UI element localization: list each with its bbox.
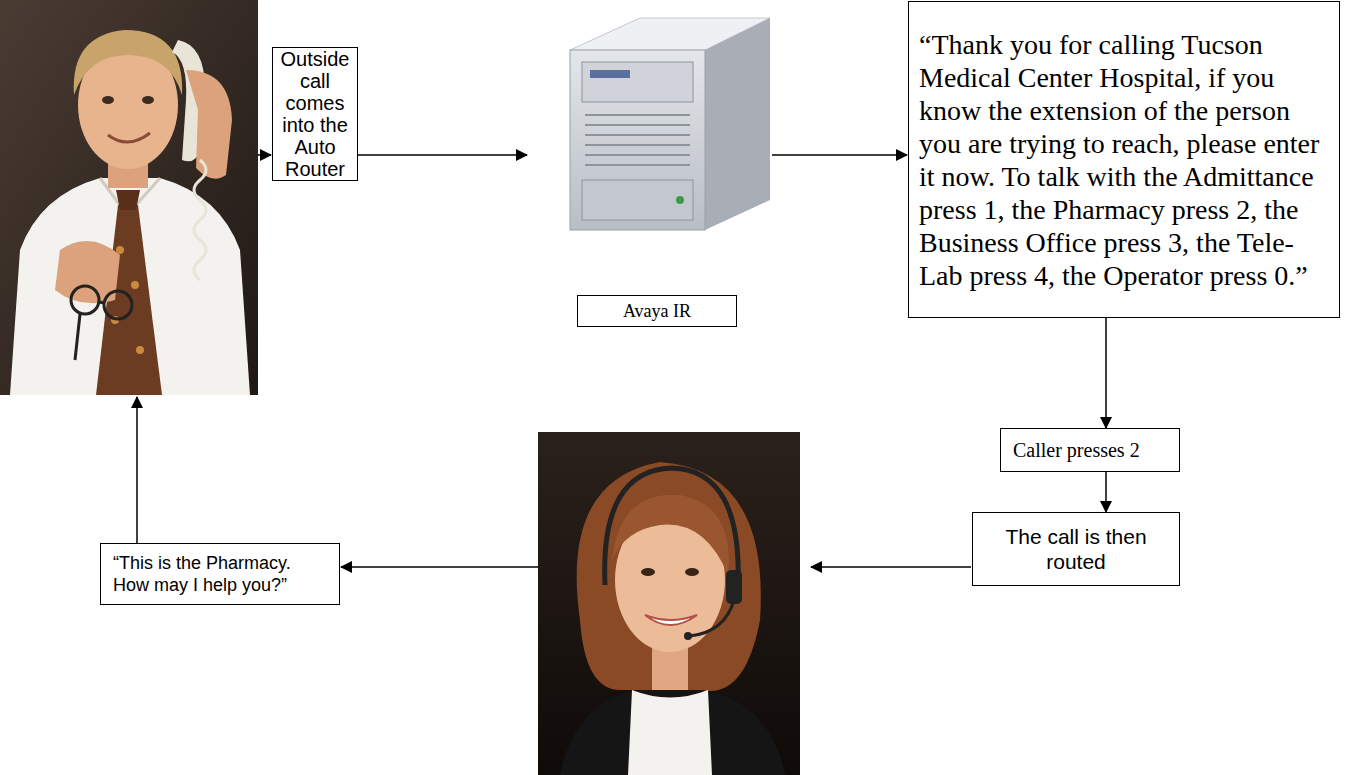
- flow-arrow: [258, 154, 271, 156]
- flow-arrow: [358, 154, 527, 156]
- label-box: Avaya IR: [577, 295, 737, 327]
- box-text: Outside call comes into the Auto Router: [276, 48, 354, 180]
- box-text: Caller presses 2: [1013, 438, 1167, 462]
- flow-arrow: [1105, 318, 1107, 428]
- box-text: “This is the Pharmacy. How may I help yo…: [113, 552, 327, 596]
- flow-arrow: [772, 154, 907, 156]
- box-text: Avaya IR: [584, 300, 730, 322]
- box-text: The call is then routed: [981, 524, 1171, 574]
- flow-arrow: [811, 566, 971, 568]
- flow-arrow: [341, 566, 538, 568]
- process-box: The call is then routed: [972, 512, 1180, 586]
- server-picture: [570, 18, 770, 230]
- process-box: Caller presses 2: [1000, 428, 1180, 472]
- flow-arrow: [136, 397, 138, 543]
- caller-photo: [0, 0, 258, 395]
- prompt-box: “Thank you for calling Tucson Medical Ce…: [908, 1, 1340, 318]
- flow-arrow: [1105, 472, 1107, 512]
- box-text: “Thank you for calling Tucson Medical Ce…: [919, 28, 1329, 292]
- process-box: Outside call comes into the Auto Router: [272, 47, 358, 181]
- operator-photo: [538, 432, 800, 775]
- speech-box: “This is the Pharmacy. How may I help yo…: [100, 543, 340, 605]
